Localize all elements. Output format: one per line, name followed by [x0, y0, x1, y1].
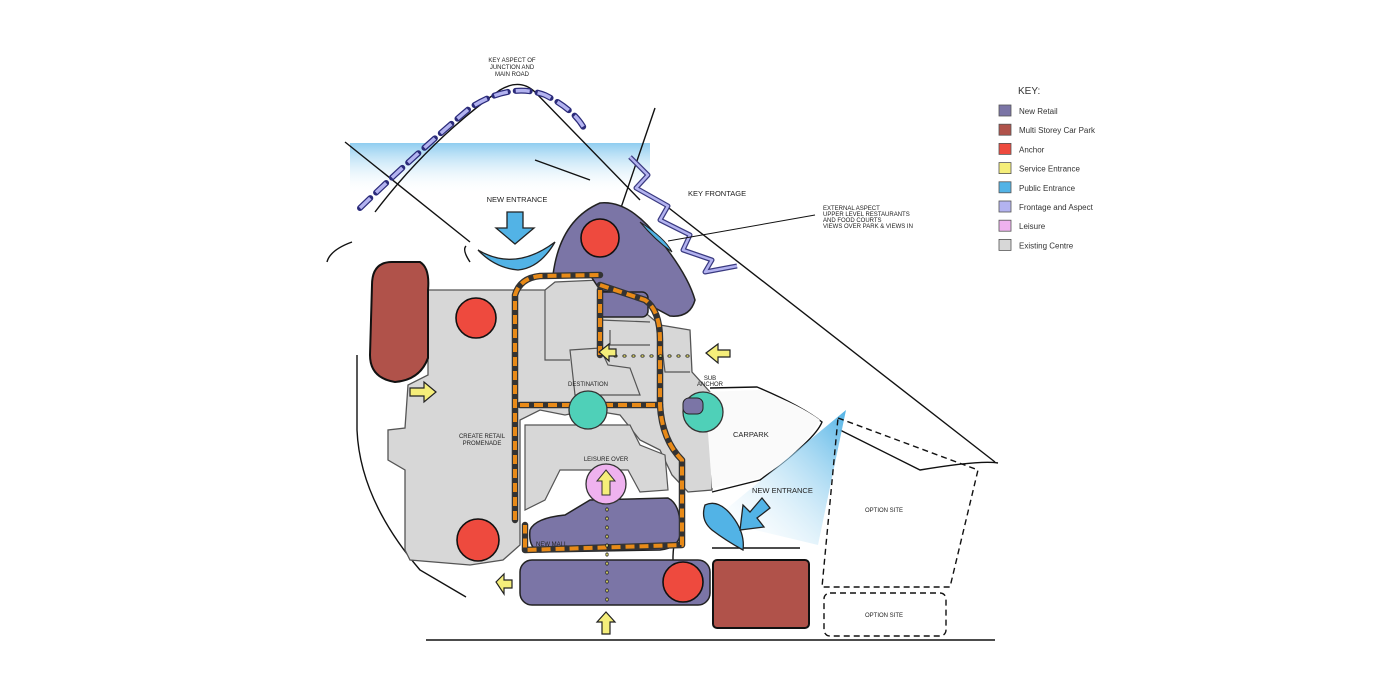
legend-item: New Retail [998, 104, 1058, 117]
legend-item: Service Entrance [998, 162, 1080, 175]
option-sites [821, 417, 979, 637]
legend-label: New Retail [1019, 107, 1058, 116]
label-new-entrance-top: NEW ENTRANCE [487, 195, 548, 204]
label-destination: DESTINATION [568, 382, 608, 388]
service-entrance-arrows [409, 342, 731, 635]
legend-item: Anchor [998, 142, 1045, 155]
legend-swatch [998, 181, 1012, 194]
label-option-site-1: OPTION SITE [865, 508, 903, 514]
legend-title: KEY: [1018, 86, 1040, 97]
label-external-aspect-3: AND FOOD COURTS [823, 218, 882, 224]
legend-swatch [998, 123, 1012, 136]
label-key-aspect-2: JUNCTION AND [490, 65, 535, 71]
frontage-entrance [639, 221, 673, 253]
label-external-aspect-4: VIEWS OVER PARK & VIEWS IN [823, 224, 913, 230]
label-key-aspect-3: MAIN ROAD [495, 72, 530, 78]
legend-swatch [998, 104, 1012, 117]
legend-label: Public Entrance [1019, 184, 1076, 193]
car-park-west [368, 261, 430, 384]
legend-label: Service Entrance [1019, 165, 1080, 174]
label-option-site-2: OPTION SITE [865, 613, 903, 619]
legend-swatch [998, 219, 1012, 232]
label-sub-anchor: SUB [704, 376, 716, 382]
existing-centre [387, 279, 713, 566]
public-entrance-east-arrow [739, 496, 771, 531]
label-new-entrance-bottom: NEW ENTRANCE [752, 486, 813, 495]
legend-swatch [998, 238, 1012, 251]
label-key-frontage: KEY FRONTAGE [688, 189, 746, 198]
legend-item: Multi Storey Car Park [998, 123, 1096, 136]
public-entrance-top-arrow [494, 211, 536, 245]
legend-item: Frontage and Aspect [998, 200, 1094, 213]
legend-swatch [998, 200, 1012, 213]
label-create-retail: CREATE RETAIL [459, 434, 506, 440]
legend-swatch [998, 162, 1012, 175]
label-external-aspect-2: UPPER LEVEL RESTAURANTS [823, 212, 910, 218]
anchors [455, 218, 704, 603]
public-entrance-top [477, 241, 556, 271]
label-key-aspect: KEY ASPECT OF [488, 58, 535, 64]
legend-item: Leisure [998, 219, 1046, 232]
carpark-area [705, 390, 820, 488]
legend-label: Frontage and Aspect [1019, 203, 1094, 212]
legend-item: Public Entrance [998, 181, 1076, 194]
legend-label: Leisure [1019, 222, 1046, 231]
label-create-retail-2: PROMENADE [463, 441, 502, 447]
legend-label: Existing Centre [1019, 241, 1074, 250]
label-new-mall: NEW MALL [536, 542, 568, 548]
legend-swatch [998, 142, 1012, 155]
legend-label: Anchor [1019, 145, 1045, 154]
external-aspect-pointer [667, 214, 816, 242]
public-entrance-east [702, 502, 744, 552]
label-carpark: CARPARK [733, 430, 769, 439]
label-leisure-over: LEISURE OVER [584, 457, 629, 463]
label-external-aspect: EXTERNAL ASPECT [823, 206, 880, 212]
car-park-east [712, 559, 810, 629]
label-sub-anchor-2: ANCHOR [697, 382, 724, 388]
legend-label: Multi Storey Car Park [1019, 126, 1096, 135]
legend-item: Existing Centre [998, 238, 1074, 251]
